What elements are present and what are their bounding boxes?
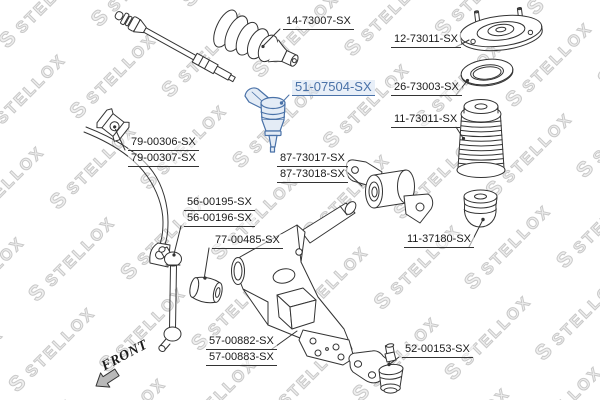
part-label-57-00883-sx[interactable]: 57-00883-SX [206,351,277,366]
part-label-12-73011-sx[interactable]: 12-73011-SX [391,33,462,48]
inner-tie-rod-drawing [114,11,236,83]
part-label-51-07504-sx[interactable]: 51-07504-SX [292,80,375,96]
part-label-57-00882-sx[interactable]: 57-00882-SX [206,335,277,350]
steering-rack-boot-drawing [213,9,299,67]
part-label-56-00196-sx[interactable]: 56-00196-SX [184,212,255,227]
part-label-87-73018-sx[interactable]: 87-73018-SX [277,168,348,183]
part-label-77-00485-sx[interactable]: 77-00485-SX [212,234,283,249]
part-label-79-00307-sx[interactable]: 79-00307-SX [128,152,199,167]
front-arrow-icon [95,368,120,388]
part-label-11-73011-sx[interactable]: 11-73011-SX [391,113,461,128]
bump-stop-drawing [463,189,498,228]
strut-mount-drawing [459,7,543,52]
part-label-56-00195-sx[interactable]: 56-00195-SX [184,196,255,211]
part-label-26-73003-sx[interactable]: 26-73003-SX [391,81,462,96]
spring-seat-drawing [460,58,514,87]
part-label-14-73007-sx[interactable]: 14-73007-SX [283,15,354,30]
part-label-11-37180-sx[interactable]: 11-37180-SX [404,233,475,248]
part-label-79-00306-sx[interactable]: 79-00306-SX [128,136,199,151]
stabilizer-link-drawing [158,246,182,353]
control-arm-front-bushing-drawing [189,276,223,304]
ball-joint-drawing [348,343,404,394]
control-arm-rear-bushing-bracket-drawing [346,159,434,224]
stabilizer-bushing-drawing [96,108,130,142]
control-arm-drawing [231,201,357,366]
part-label-52-00153-sx[interactable]: 52-00153-SX [402,343,473,358]
strut-dust-boot-drawing [456,99,506,178]
tie-rod-end-drawing[interactable] [244,87,286,153]
part-label-87-73017-sx[interactable]: 87-73017-SX [277,152,348,167]
